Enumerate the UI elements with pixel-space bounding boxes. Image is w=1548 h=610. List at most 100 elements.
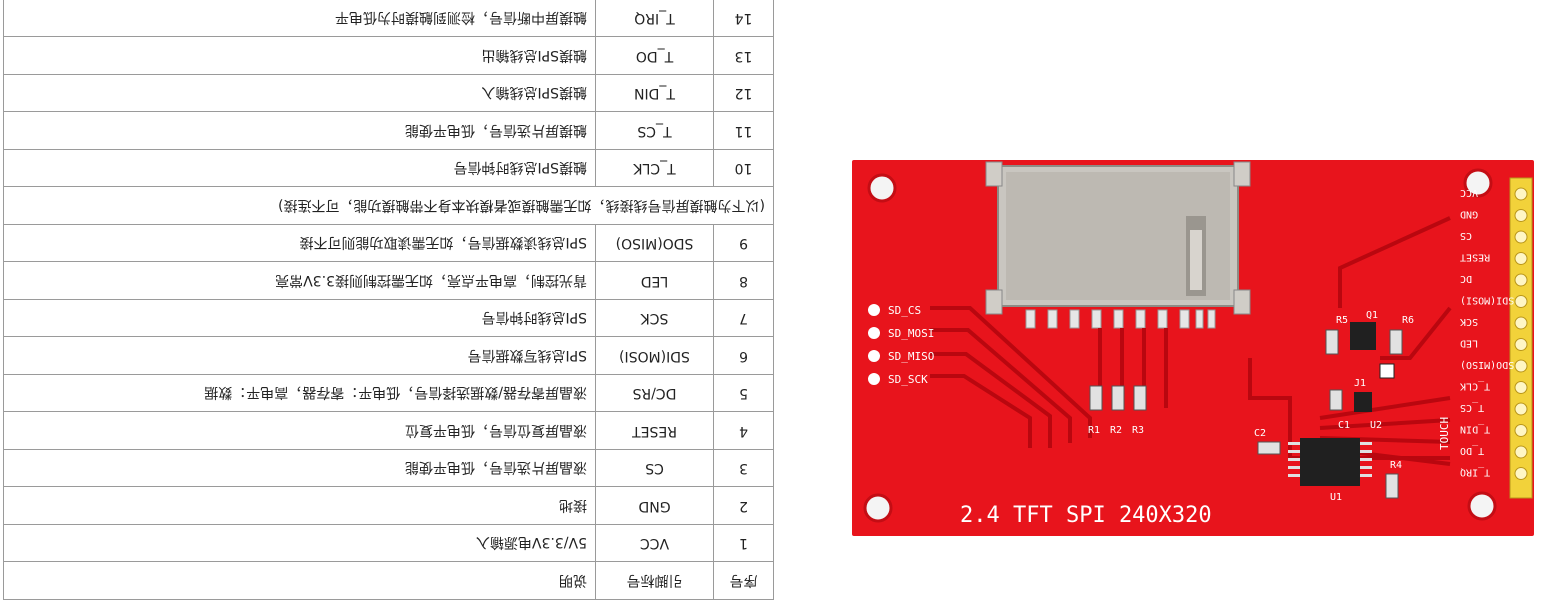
component-label: R6 bbox=[1402, 315, 1414, 326]
header-pin-label: VCC bbox=[1460, 187, 1478, 198]
header-pin-pad bbox=[1514, 402, 1528, 416]
header-pin-label: SCK bbox=[1460, 316, 1478, 327]
cell-index: 14 bbox=[713, 0, 774, 37]
cell-pin: VCC bbox=[595, 524, 714, 562]
header-pin-pad bbox=[1514, 209, 1528, 222]
cell-desc: 触摸屏中断信号，检测到触摸时为低电平 bbox=[3, 0, 596, 37]
cell-index: 9 bbox=[713, 224, 774, 262]
touch-note-row: (以下为触摸屏信号线接线，如无需触摸或者模块本身不带触摸功能，可不连接) bbox=[3, 187, 774, 225]
cell-pin: T_CLK bbox=[595, 149, 714, 187]
header-pin-pad bbox=[1514, 295, 1528, 308]
cell-pin: RESET bbox=[595, 412, 714, 450]
header-pin-label: T_IRQ bbox=[1460, 467, 1490, 478]
component-label: C1 bbox=[1338, 420, 1350, 431]
header-pin-label: T_DO bbox=[1460, 445, 1484, 456]
cell-desc: SPI总线写数据信号 bbox=[3, 337, 596, 375]
jumper-j1 bbox=[1379, 363, 1395, 379]
touch-label: TOUCH bbox=[1438, 417, 1451, 450]
cell-pin: T_DO bbox=[595, 37, 714, 75]
component-label: U2 bbox=[1370, 420, 1382, 431]
header-pin-pad bbox=[1514, 338, 1528, 351]
component-label: J1 bbox=[1354, 378, 1366, 389]
cell-desc: SPI总线读数据信号，如无需读取功能则可不接 bbox=[3, 224, 596, 262]
header-pin-pad bbox=[1514, 252, 1528, 265]
cell-desc: 接地 bbox=[3, 487, 596, 525]
cell-desc: 触摸屏片选信号，低电平使能 bbox=[3, 112, 596, 150]
regulator-u2 bbox=[1354, 392, 1372, 412]
passive-components bbox=[1089, 329, 1403, 499]
cell-desc: 背光控制，高电平点亮，如无需控制则接3.3V常亮 bbox=[3, 262, 596, 300]
table-header-row: 序号 引脚标号 说明 bbox=[3, 562, 774, 600]
cell-pin: SDO(MISO) bbox=[595, 224, 714, 262]
cell-index: 3 bbox=[713, 449, 774, 487]
header-pin-label: RESET bbox=[1460, 252, 1490, 263]
header-pin-pad bbox=[1514, 316, 1528, 330]
component-label: R4 bbox=[1390, 460, 1402, 471]
header-desc: 说明 bbox=[3, 562, 596, 600]
header-pin-label: T_CS bbox=[1460, 402, 1484, 413]
header-pin-label: DC bbox=[1460, 273, 1472, 284]
sd-pad bbox=[868, 304, 880, 316]
header-pin-label: CS bbox=[1460, 230, 1472, 241]
cell-index: 11 bbox=[713, 112, 774, 150]
cell-desc: 液晶屏寄存器/数据选择信号，低电平：寄存器，高电平：数据 bbox=[3, 374, 596, 412]
cell-desc: 触摸SPI总线时钟信号 bbox=[3, 149, 596, 187]
header-pin-pad bbox=[1514, 187, 1528, 201]
cell-pin: LED bbox=[595, 262, 714, 300]
sd-label: SD_MISO bbox=[888, 350, 934, 363]
cell-desc: 5V/3.3V电源输入 bbox=[3, 524, 596, 562]
cell-desc: SPI总线时钟信号 bbox=[3, 299, 596, 337]
component-label: R1 bbox=[1088, 425, 1100, 436]
component-label: U1 bbox=[1330, 492, 1342, 503]
cell-pin: SDI(MOSI) bbox=[595, 337, 714, 375]
component-label: R3 bbox=[1132, 425, 1144, 436]
cell-pin: SCK bbox=[595, 299, 714, 337]
header-pin: 引脚标号 bbox=[595, 562, 714, 600]
cell-desc: 液晶屏片选信号，低电平使能 bbox=[3, 449, 596, 487]
header-pin-pad bbox=[1514, 445, 1528, 459]
cell-index: 2 bbox=[713, 487, 774, 525]
sd-pad bbox=[868, 373, 880, 385]
pin-header bbox=[1509, 177, 1533, 499]
sd-pad bbox=[868, 350, 880, 362]
header-pin-pad bbox=[1514, 273, 1528, 287]
cell-index: 8 bbox=[713, 262, 774, 300]
sd-pad bbox=[868, 327, 880, 339]
header-pin-pad bbox=[1514, 381, 1528, 394]
cell-pin: DC/RS bbox=[595, 374, 714, 412]
board-title: 2.4 TFT SPI 240X320 bbox=[960, 503, 1212, 528]
cell-desc: 触摸SPI总线输出 bbox=[3, 37, 596, 75]
component-label: C2 bbox=[1254, 428, 1266, 439]
header-pin-pad bbox=[1514, 467, 1528, 480]
header-pin-pad bbox=[1514, 359, 1528, 373]
cell-index: 5 bbox=[713, 374, 774, 412]
header-pin-pad bbox=[1514, 230, 1528, 244]
sd-label: SD_MOSI bbox=[888, 327, 934, 340]
cell-pin: T_CS bbox=[595, 112, 714, 150]
sd-label: SD_CS bbox=[888, 304, 921, 317]
header-pin-labels: VCCGNDCSRESETDCSDI(MOSI)SCKLEDSDO(MISO)T… bbox=[1460, 187, 1514, 478]
cell-index: 13 bbox=[713, 37, 774, 75]
cell-index: 12 bbox=[713, 74, 774, 112]
cell-index: 4 bbox=[713, 412, 774, 450]
cell-desc: 液晶屏复位信号，低电平复位 bbox=[3, 412, 596, 450]
header-pin-pad bbox=[1514, 424, 1528, 437]
header-pin-label: SDO(MISO) bbox=[1460, 359, 1514, 370]
component-label: Q1 bbox=[1366, 310, 1378, 321]
cell-pin: T_DIN bbox=[595, 74, 714, 112]
header-pin-label: GND bbox=[1460, 209, 1478, 220]
cell-index: 7 bbox=[713, 299, 774, 337]
header-pin-label: LED bbox=[1460, 338, 1478, 349]
